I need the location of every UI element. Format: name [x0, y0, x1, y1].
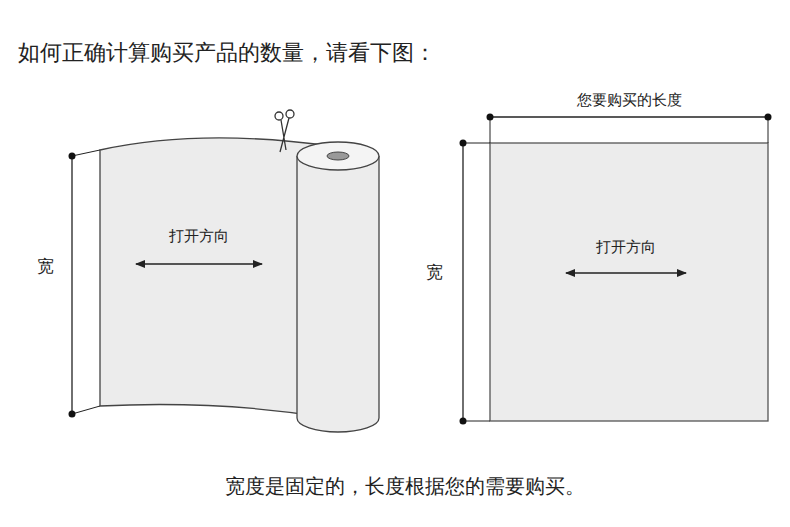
dimension-dot	[69, 153, 76, 160]
leader-line	[72, 150, 100, 156]
length-label: 您要购买的长度	[575, 91, 684, 109]
roll-end	[297, 142, 379, 170]
fabric-sheet	[100, 138, 330, 418]
width-label: 宽	[35, 256, 56, 276]
leader-line	[72, 406, 100, 414]
scissors-icon	[275, 110, 294, 152]
caption: 宽度是固定的，长度根据您的需要购买。	[225, 474, 585, 498]
leader-line	[463, 143, 490, 144]
direction-label: 打开方向	[169, 227, 229, 245]
fabric-roll	[297, 156, 379, 432]
title: 如何正确计算购买产品的数量，请看下图：	[18, 40, 436, 66]
width-dimension	[71, 156, 72, 414]
fabric-area: 打开方向	[100, 150, 300, 405]
fabric-area: 打开方向	[490, 143, 768, 421]
roll-core	[327, 152, 349, 160]
length-dimension	[490, 116, 768, 117]
leader-line	[768, 117, 769, 143]
direction-label: 打开方向	[596, 238, 656, 256]
direction-arrow	[566, 272, 686, 274]
width-label: 宽	[424, 262, 445, 282]
width-dimension	[462, 143, 463, 421]
dimension-dot	[460, 140, 467, 147]
dimension-dot	[460, 418, 467, 425]
direction-arrow	[136, 263, 262, 265]
leader-line	[463, 421, 490, 422]
dimension-dot	[765, 114, 772, 121]
dimension-dot	[487, 114, 494, 121]
leader-line	[490, 117, 491, 143]
dimension-dot	[69, 411, 76, 418]
fabric-piece	[490, 143, 768, 421]
